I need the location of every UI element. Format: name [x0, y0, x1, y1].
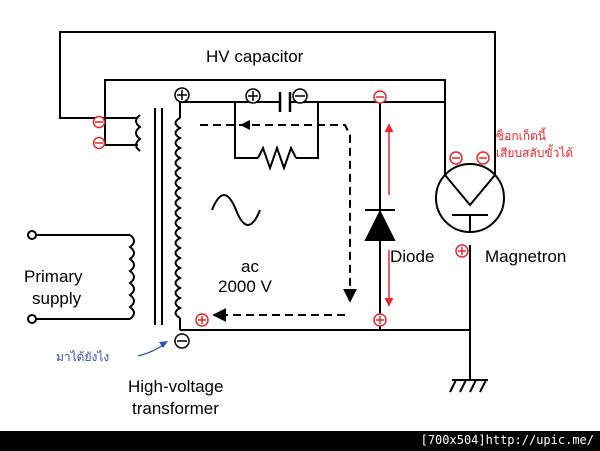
outer-heater-wire — [59, 31, 496, 164]
hv-transformer-label-2: transformer — [132, 399, 219, 418]
footer-watermark: [700x504]http://upic.me/ — [420, 433, 594, 447]
dashed-arrow-head-top — [240, 120, 250, 130]
red-plus-magnetron-bottom — [455, 244, 469, 258]
polarity-marker-plus-top — [174, 87, 190, 103]
hv-capacitor-symbol — [278, 92, 292, 112]
diode-symbol — [364, 209, 396, 241]
hv-capacitor-label: HV capacitor — [206, 47, 304, 66]
primary-supply-label-2: supply — [32, 289, 82, 308]
ac-voltage-label: 2000 V — [218, 277, 273, 296]
red-plus-diode-bottom — [373, 313, 387, 327]
red-minus-magnetron-right — [476, 151, 490, 165]
filament-wire — [104, 79, 446, 164]
where-from-note: มาได้ยังไง — [56, 350, 109, 364]
where-from-arrow-head — [159, 341, 168, 348]
hv-top-rail — [179, 101, 471, 380]
ground-symbol — [449, 379, 488, 393]
socket-note-line1: ซ็อกเก็ตนี้ — [496, 127, 547, 143]
ac-sine-icon — [211, 194, 261, 226]
red-minus-diode-top — [373, 90, 387, 104]
heater-winding — [105, 114, 142, 152]
red-minus-heater-bottom — [92, 136, 106, 150]
secondary-winding — [174, 117, 183, 319]
magnetron-label: Magnetron — [485, 247, 566, 266]
microwave-hv-circuit: HV capacitor — [24, 31, 573, 418]
red-minus-magnetron-left — [449, 151, 463, 165]
primary-winding — [36, 234, 135, 320]
red-minus-heater-top — [92, 115, 106, 129]
image-footer-bar: [700x504]http://upic.me/ — [0, 431, 600, 451]
socket-note-line2: เสียบสลับขั้วได้ — [496, 144, 573, 160]
primary-supply-label-1: Primary — [24, 267, 83, 286]
bleeder-resistor — [234, 102, 319, 172]
current-flow-path — [200, 124, 357, 322]
polarity-marker-cap-minus — [292, 88, 308, 104]
diode-label: Diode — [390, 247, 434, 266]
polarity-marker-minus-bottom — [174, 333, 190, 349]
transformer-core — [154, 108, 163, 325]
hv-transformer-label-1: High-voltage — [128, 377, 223, 396]
red-plus-secondary-bottom — [195, 313, 209, 327]
primary-terminals — [27, 230, 37, 324]
magnetron-symbol — [435, 163, 505, 233]
ac-label: ac — [241, 257, 259, 276]
polarity-marker-cap-plus — [245, 88, 261, 104]
